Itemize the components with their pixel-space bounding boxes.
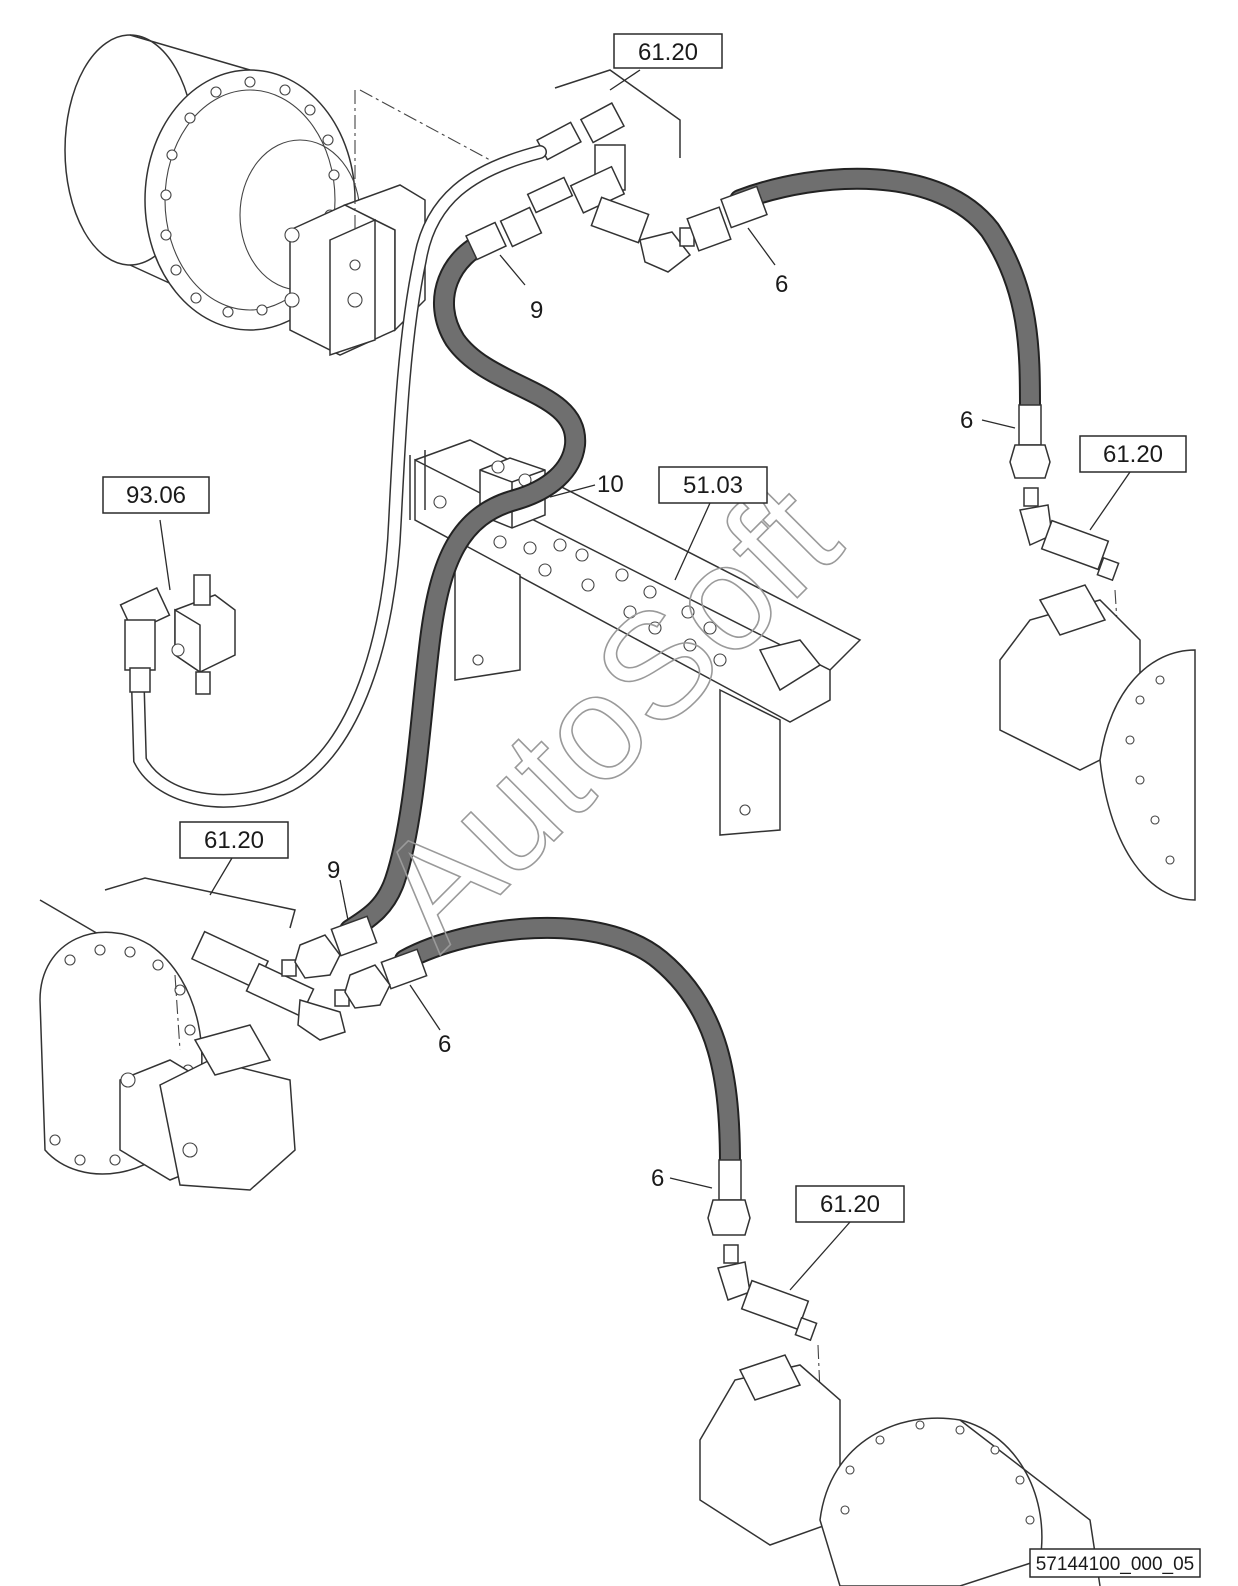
reference-box-right: 61.20 [1079, 435, 1187, 473]
hose-9-bottom-end [294, 915, 378, 979]
reference-label: 61.20 [820, 1191, 880, 1218]
reference-label: 61.20 [204, 827, 264, 854]
lower-left-travel-motor [39, 899, 296, 1191]
callout-6-bottom: 6 [651, 1165, 664, 1192]
top-fitting-assembly [526, 69, 695, 273]
document-id: 57144100_000_05 [1036, 1554, 1195, 1575]
hose-6-lower [344, 916, 751, 1236]
hose-9 [339, 229, 587, 941]
valve-block-93-06 [119, 574, 236, 695]
reference-box-center: 51.03 [658, 466, 768, 504]
right-travel-motor [999, 487, 1196, 901]
reference-box-top: 61.20 [613, 33, 723, 69]
callout-6-top: 6 [775, 271, 788, 298]
top-left-travel-motor [64, 34, 491, 357]
hose-6-upper [686, 167, 1051, 479]
callout-6-right: 6 [960, 407, 973, 434]
reference-box-left-lower: 61.20 [179, 821, 289, 859]
callout-9-top: 9 [530, 297, 543, 324]
callout-9-lower: 9 [327, 857, 340, 884]
reference-label: 61.20 [638, 39, 698, 66]
bottom-right-travel-motor [699, 1244, 1101, 1586]
reference-label: 61.20 [1103, 441, 1163, 468]
upper-left-tube [131, 145, 547, 808]
reference-box-bottom: 61.20 [795, 1185, 905, 1223]
hose-9-top-end [465, 206, 543, 261]
reference-box-left-upper: 93.06 [102, 476, 210, 514]
reference-label: 93.06 [126, 482, 186, 509]
leader-lines [159, 69, 1131, 1291]
lower-fitting-assembly [104, 877, 350, 1041]
reference-label: 51.03 [683, 472, 743, 499]
document-id-box: 57144100_000_05 [1029, 1548, 1201, 1578]
callout-10: 10 [597, 471, 624, 498]
callout-6-lower: 6 [438, 1031, 451, 1058]
